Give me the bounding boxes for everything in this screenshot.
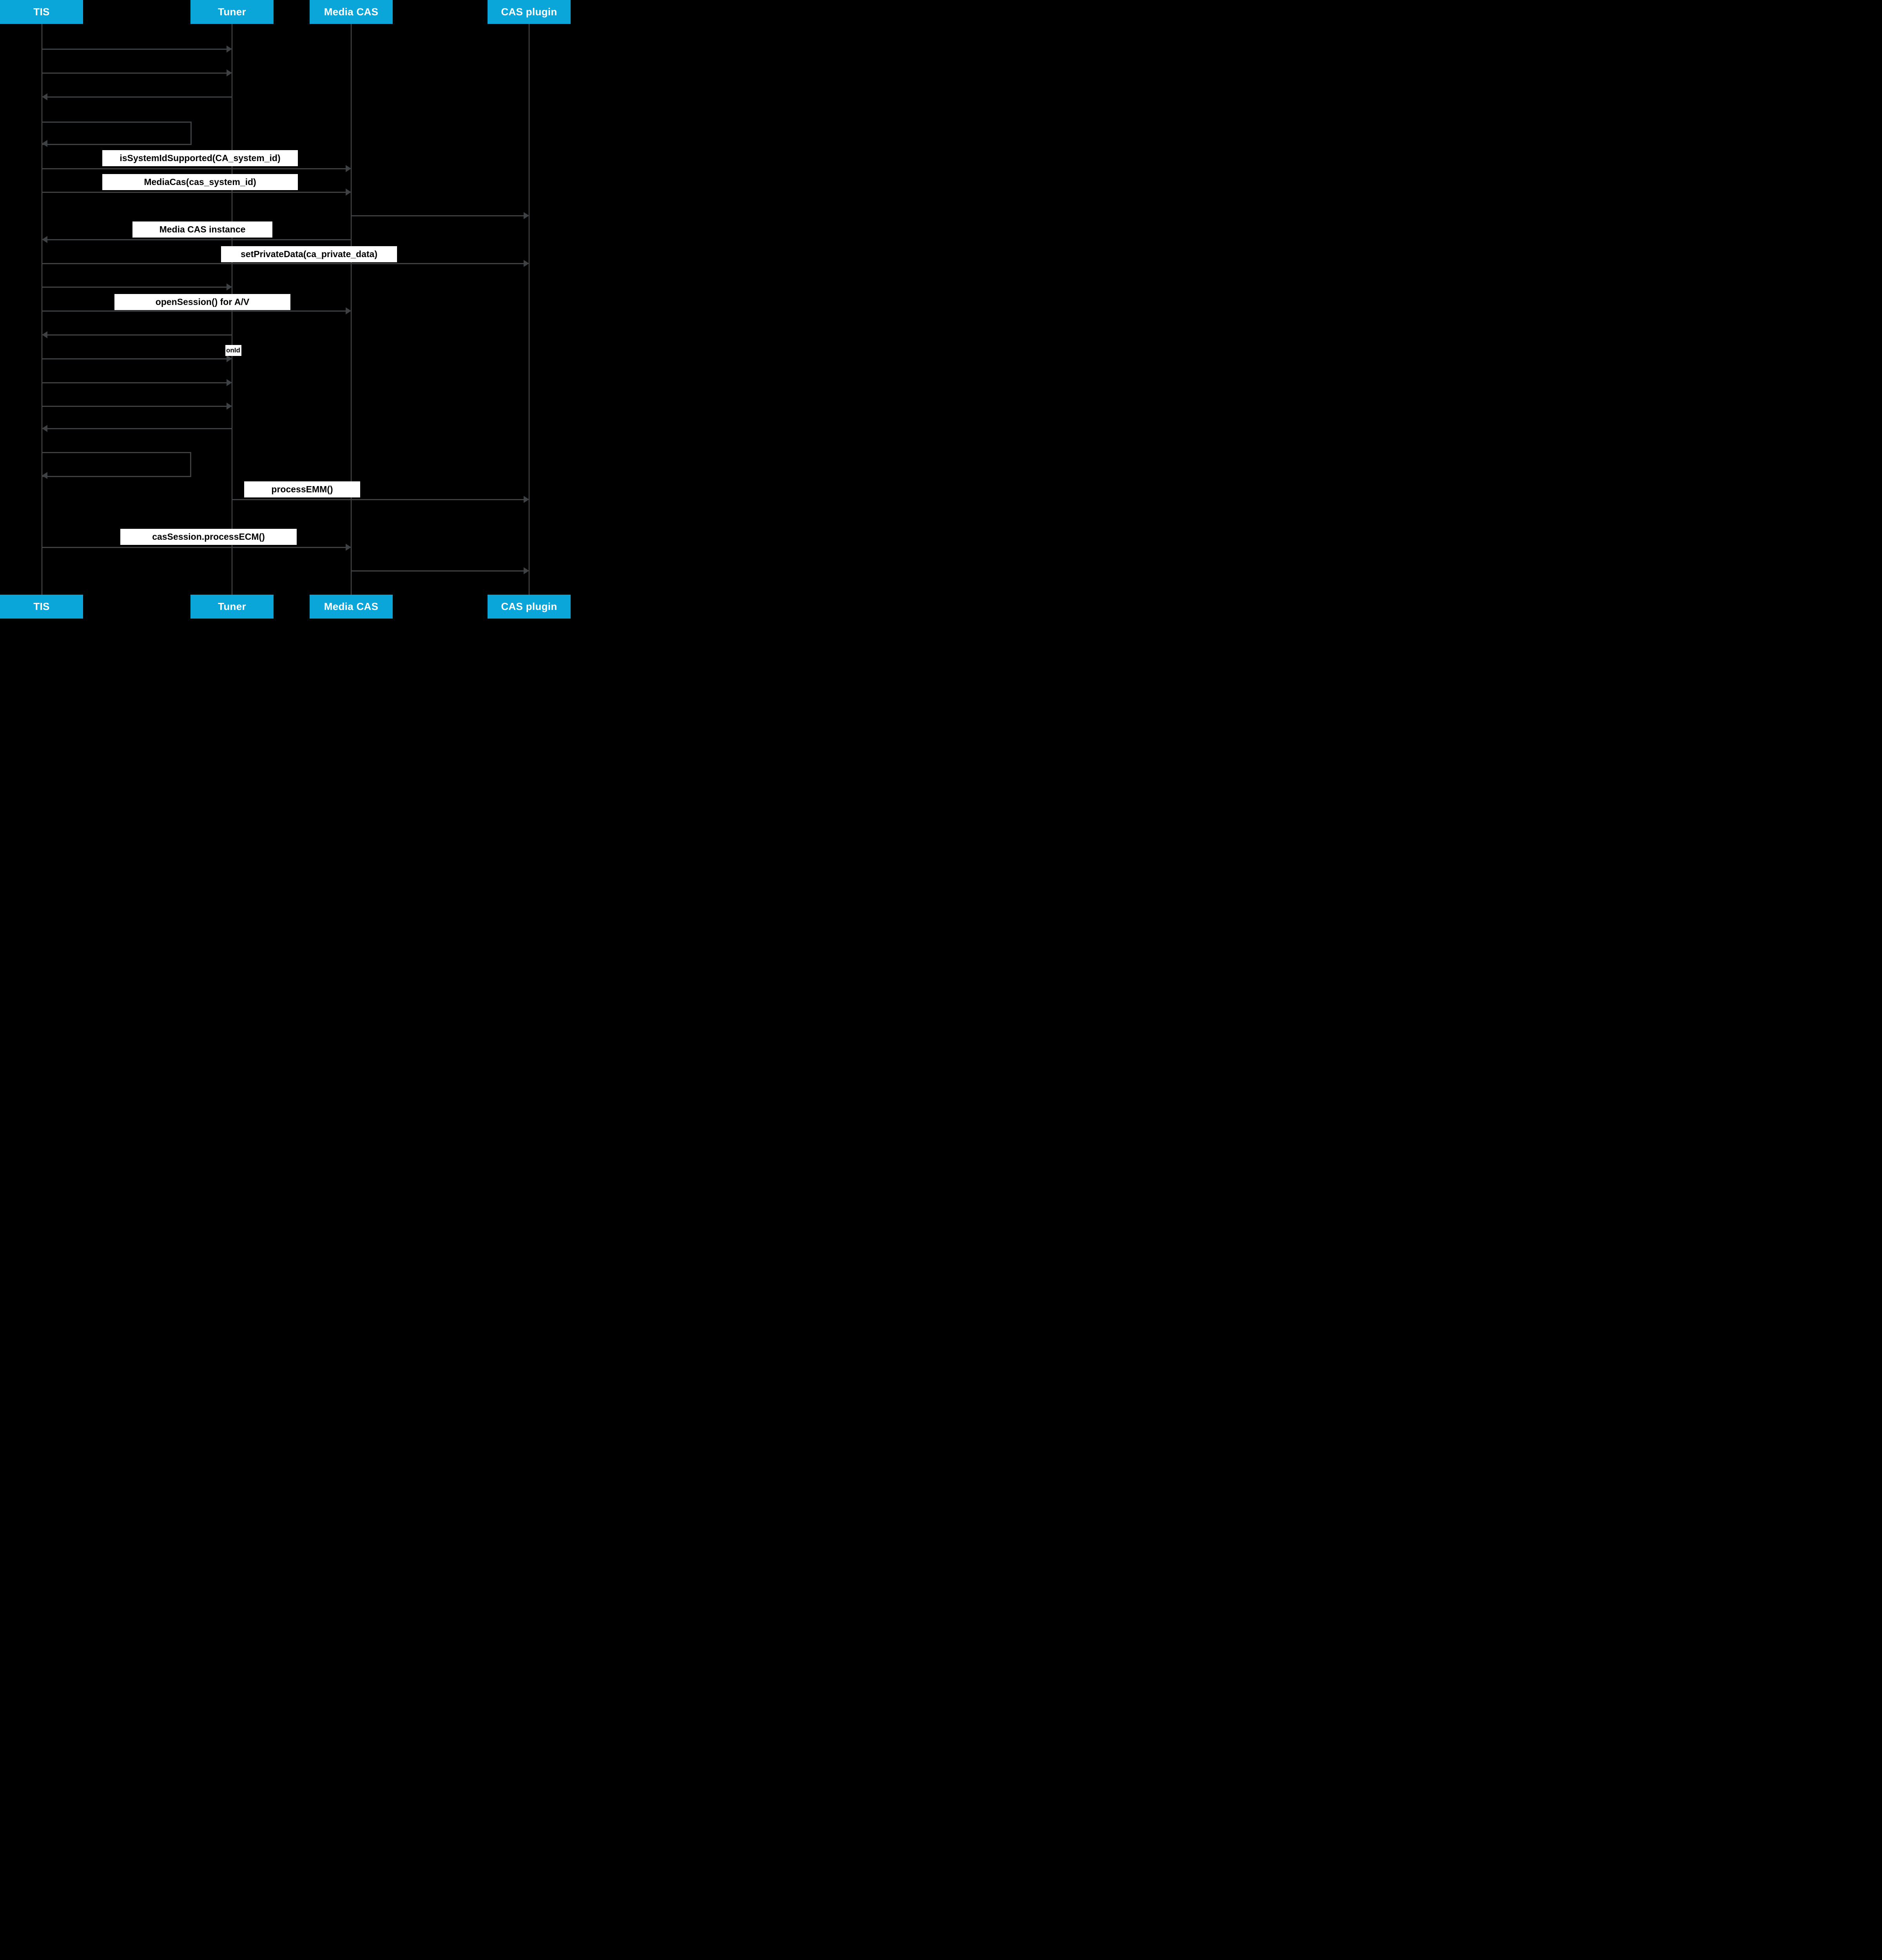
message-label: casSession.processECM() — [120, 529, 297, 545]
message-arrowhead — [524, 260, 529, 267]
actor-header-tis-top: TIS — [0, 0, 83, 24]
message-arrow-line — [232, 499, 524, 500]
message-arrow-line — [47, 428, 232, 429]
message-arrowhead — [42, 236, 47, 243]
lifeline-media-cas — [351, 24, 352, 595]
message-label: processEMM() — [244, 481, 360, 497]
message-arrow-line — [42, 263, 524, 264]
message-arrow-line — [42, 546, 346, 548]
message-arrow-line — [42, 286, 227, 288]
message-arrow-line — [47, 96, 232, 98]
message-arrowhead — [346, 189, 351, 196]
message-arrow-line — [47, 334, 232, 336]
message-arrowhead — [227, 355, 232, 362]
message-arrowhead — [346, 165, 351, 172]
message-label: setPrivateData(ca_private_data) — [221, 246, 397, 262]
actor-header-tuner-top: Tuner — [190, 0, 274, 24]
message-arrow-line — [42, 310, 346, 312]
message-arrow-line — [47, 239, 351, 240]
message-arrow-line — [42, 191, 346, 193]
message-arrow-line — [42, 168, 346, 169]
message-arrowhead — [227, 69, 232, 76]
message-arrow-line — [42, 48, 227, 50]
actor-header-cas-plugin-top: CAS plugin — [488, 0, 571, 24]
message-arrowhead — [227, 45, 232, 53]
self-message-loop — [42, 122, 192, 145]
message-label: Media CAS instance — [132, 221, 272, 238]
message-arrowhead — [227, 379, 232, 386]
message-arrowhead — [524, 212, 529, 219]
message-arrow-line — [42, 405, 227, 407]
message-arrowhead — [42, 93, 47, 100]
self-message-arrowhead — [42, 140, 47, 147]
message-arrow-line — [42, 382, 227, 383]
message-arrowhead — [524, 496, 529, 503]
actor-header-cas-plugin-bottom: CAS plugin — [488, 595, 571, 619]
message-label: MediaCas(cas_system_id) — [102, 174, 298, 190]
message-arrowhead — [346, 544, 351, 551]
message-label: isSystemIdSupported(CA_system_id) — [102, 150, 298, 166]
message-arrowhead — [227, 403, 232, 410]
message-arrowhead — [227, 283, 232, 290]
message-label: openSession() for A/V — [114, 294, 290, 310]
message-arrow-line — [42, 72, 227, 74]
message-arrowhead — [42, 331, 47, 338]
message-arrowhead — [346, 307, 351, 314]
message-arrowhead — [42, 425, 47, 432]
self-message-loop — [42, 452, 191, 477]
self-message-arrowhead — [42, 472, 47, 479]
actor-header-media-cas-top: Media CAS — [310, 0, 393, 24]
lifeline-note: onId — [225, 345, 241, 356]
message-arrow-line — [351, 570, 524, 572]
message-arrow-line — [42, 358, 227, 359]
actor-header-tuner-bottom: Tuner — [190, 595, 274, 619]
message-arrow-line — [351, 215, 524, 216]
actor-header-media-cas-bottom: Media CAS — [310, 595, 393, 619]
message-arrowhead — [524, 567, 529, 574]
actor-header-tis-bottom: TIS — [0, 595, 83, 619]
